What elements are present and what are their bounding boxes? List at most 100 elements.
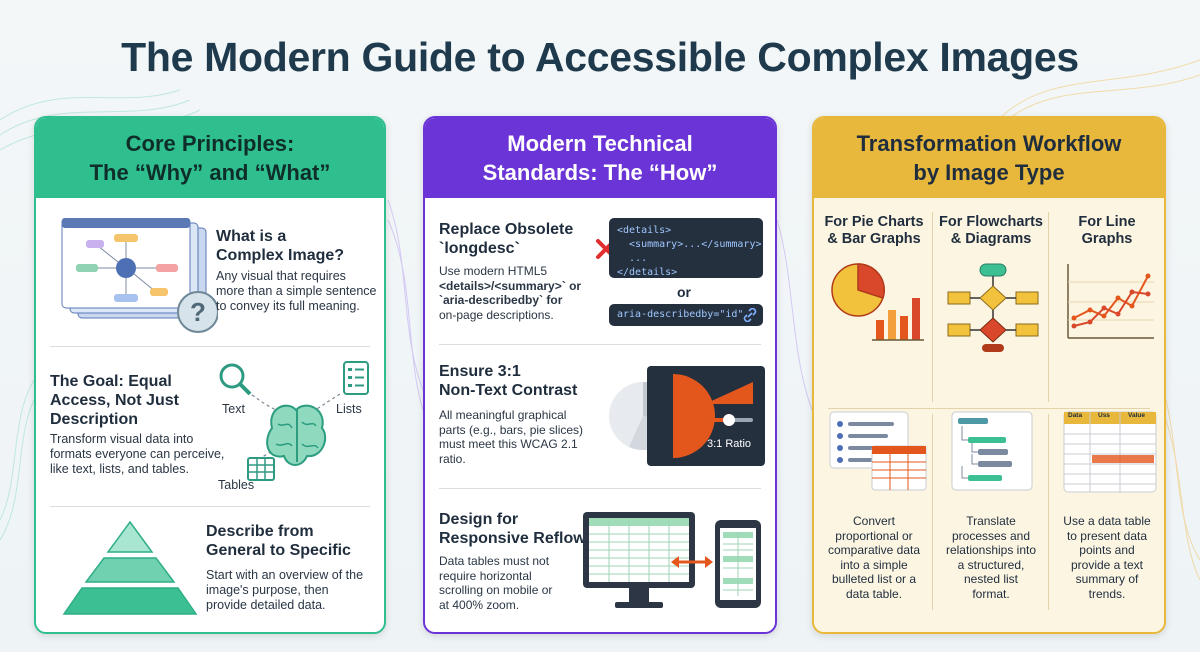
text-line: summary of [1075,572,1139,586]
text-line: relationships into [945,543,1037,557]
text-line: provide detailed data. [206,598,326,612]
row-divider [828,408,1150,409]
contrast-heading: Ensure 3:1 Non-Text Contrast [439,362,577,400]
goal-heading-line: Description [50,411,139,428]
pie-bar-title: For Pie Charts & Bar Graphs [818,214,930,248]
reflow-text: Data tables must not require horizontal … [439,554,552,612]
goal-heading-line: Access, Not Just [50,392,179,409]
pyramid-icon [62,520,198,615]
text-line: require horizontal [439,568,532,583]
line-graph-description: Use a data table to present data points … [1050,514,1164,601]
code-line: ... [617,253,648,264]
label-text: Text [222,402,245,416]
table-header-data: Data [1068,412,1083,419]
label-lists: Lists [336,402,362,416]
column-divider [932,212,933,402]
workflow-header-line-1: Transformation Workflow [856,131,1122,156]
text-line: Any visual that requires [216,269,346,283]
text-line: `aria-describedby` for [439,293,563,307]
complex-image-heading: What is a Complex Image? [216,227,344,265]
brain-formats-illustration [219,361,369,481]
core-principles-header: Core Principles: The “Why” and “What” [36,118,384,198]
details-code-block: <details> <summary>...</summary> ... </d… [609,218,763,278]
complex-image-text: Any visual that requires more than a sim… [216,269,377,314]
table-header-value: Value [1128,412,1145,419]
type-title-line: For Pie Charts [824,214,924,230]
longdesc-heading-line: `longdesc` [439,240,520,257]
text-line: Use a data table [1063,514,1151,528]
type-title-line: Graphs [1081,231,1133,247]
column-divider [1048,212,1049,402]
workflow-panel: Transformation Workflow by Image Type Fo… [812,116,1166,634]
complex-image-heading-line: Complex Image? [216,247,345,264]
core-header-line-1: Core Principles: [125,131,295,156]
section-divider [50,506,370,507]
reflow-heading-line: Responsive Reflow [439,530,586,547]
text-line: bulleted list or a [831,572,917,586]
text-line: Start with an overview of the [206,568,364,582]
label-tables: Tables [218,478,255,492]
text-line: All meaningful graphical [439,408,567,422]
core-header-line-2: The “Why” and “What” [89,160,331,185]
flowchart-title: For Flowcharts & Diagrams [934,214,1048,248]
reflow-heading: Design for Responsive Reflow [439,510,586,548]
workflow-header-line-2: by Image Type [913,160,1065,185]
general-specific-text: Start with an overview of the image's pu… [206,568,363,613]
standards-header-line-1: Modern Technical [507,131,693,156]
pie-bar-description: Convert proportional or comparative data… [818,514,930,601]
text-line: nested list [963,572,1019,586]
longdesc-heading: Replace Obsolete `longdesc` [439,220,573,258]
type-title-line: & Bar Graphs [827,231,921,247]
general-specific-heading-line: General to Specific [206,542,351,559]
section-divider [439,488,761,489]
goal-text: Transform visual data into formats every… [50,432,224,477]
text-line: image's purpose, then [206,583,329,597]
text-line: a structured, [957,557,1025,572]
bulleted-list-table-icon [829,411,927,491]
line-graph-title: For Line Graphs [1050,214,1164,248]
standards-header-line-2: Standards: The “How” [482,160,718,185]
text-line: comparative data [827,543,921,557]
contrast-heading-line: Non-Text Contrast [439,382,578,399]
contrast-heading-line: Ensure 3:1 [439,363,521,380]
technical-standards-panel: Modern Technical Standards: The “How” Re… [423,116,777,634]
text-line: at 400% zoom. [439,597,520,612]
text-line: format. [972,586,1010,601]
text-line: formats everyone can perceive, [50,447,225,461]
complex-image-heading-line: What is a [216,228,287,245]
type-title-line: For Line [1078,214,1136,230]
goal-heading: The Goal: Equal Access, Not Just Descrip… [50,372,179,429]
pie-bar-chart-icon [831,263,924,341]
code-line: </details> [617,267,678,278]
text-line: on-page descriptions. [439,307,554,322]
link-icon [743,308,757,322]
text-line: to present data [1066,528,1148,543]
contrast-illustration [609,366,765,466]
text-line: Data tables must not [439,554,550,568]
text-line: must meet this WCAG 2.1 [439,437,578,451]
column-divider [1048,414,1049,610]
column-divider [932,414,933,610]
text-line: to convey its full meaning. [216,299,360,313]
type-title-line: For Flowcharts [939,214,1043,230]
text-line: into a simple [840,557,908,572]
text-line: Convert [852,514,896,528]
text-line: Transform visual data into [50,432,194,446]
text-line: processes and [951,528,1031,543]
code-line: <details> [617,225,672,236]
data-table-icon [1063,411,1157,493]
longdesc-text: Use modern HTML5 <details>/<summary>` or… [439,264,581,322]
text-line: trends. [1088,586,1126,601]
section-divider [50,346,370,347]
responsive-devices-illustration [583,512,761,608]
flowchart-icon [947,263,1039,352]
text-line: more than a simple sentence [216,284,377,298]
reflow-heading-line: Design for [439,511,519,528]
text-line: like text, lists, and tables. [50,462,189,476]
goal-heading-line: The Goal: Equal [50,373,172,390]
nested-list-icon [951,411,1033,491]
text-line: scrolling on mobile or [439,583,553,597]
ratio-label: 3:1 Ratio [707,438,752,450]
text-line: parts (e.g., bars, pie slices) [439,422,584,437]
